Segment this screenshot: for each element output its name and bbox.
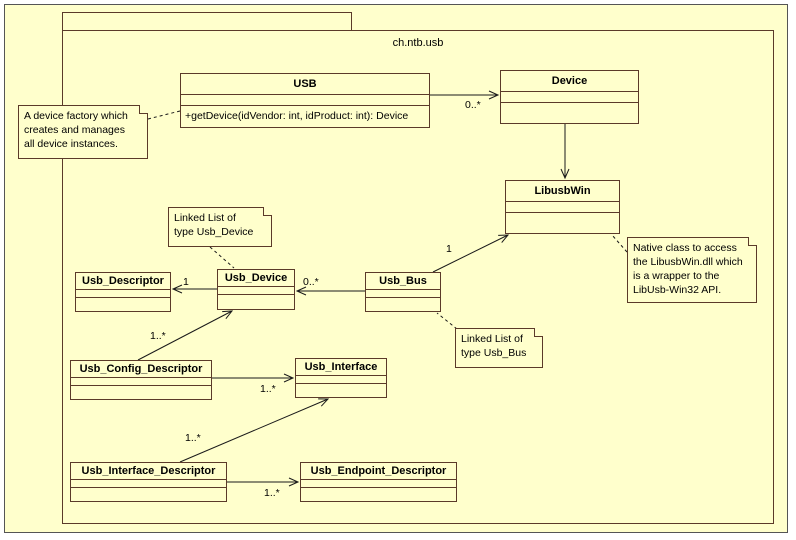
class-usb-config-descriptor-attributes <box>71 378 211 386</box>
class-device: Device <box>500 70 639 124</box>
package-body <box>62 30 774 524</box>
class-usb: USB +getDevice(idVendor: int, idProduct:… <box>180 73 430 128</box>
multiplicity-libusbwin-usb-bus: 1 <box>446 243 452 255</box>
class-usb-config-descriptor-operations <box>71 386 211 390</box>
multiplicity-usb-device-usb-config-descriptor: 1..* <box>150 330 166 342</box>
class-device-name: Device <box>501 71 638 92</box>
class-usb-interface-operations <box>296 384 386 388</box>
note-fold-icon <box>139 105 148 114</box>
class-usb-endpoint-descriptor-name: Usb_Endpoint_Descriptor <box>301 463 456 480</box>
class-libusbwin: LibusbWin <box>505 180 620 234</box>
class-usb-descriptor-name: Usb_Descriptor <box>76 273 170 290</box>
note-linked-list-usb-device-text: Linked List of type Usb_Device <box>174 212 254 238</box>
multiplicity-usb-device-usb-descriptor: 1 <box>183 276 189 288</box>
note-fold-icon <box>534 328 543 337</box>
class-usb-endpoint-descriptor: Usb_Endpoint_Descriptor <box>300 462 457 502</box>
package-name: ch.ntb.usb <box>392 37 444 49</box>
class-usb-device: Usb_Device <box>217 269 295 310</box>
multiplicity-usb-device: 0..* <box>465 99 481 111</box>
class-usb-interface-descriptor-name: Usb_Interface_Descriptor <box>71 463 226 480</box>
class-libusbwin-operations <box>506 213 619 217</box>
class-usb-name: USB <box>181 74 429 95</box>
note-fold-icon <box>263 207 272 216</box>
package-tab <box>62 12 352 31</box>
note-native-class: Native class to access the LibusbWin.dll… <box>627 237 757 303</box>
note-device-factory-text: A device factory which creates and manag… <box>24 110 128 150</box>
multiplicity-usb-interface-usb-interface-descriptor: 1..* <box>185 432 201 444</box>
class-device-attributes <box>501 92 638 103</box>
class-usb-interface-descriptor-attributes <box>71 480 226 488</box>
class-usb-interface-descriptor-operations <box>71 488 226 492</box>
class-usb-descriptor-operations <box>76 298 170 302</box>
class-device-operations <box>501 103 638 107</box>
class-usb-descriptor-attributes <box>76 290 170 298</box>
multiplicity-usb-interface-descriptor-usb-endpoint-descriptor: 1..* <box>264 487 280 499</box>
note-linked-list-usb-device: Linked List of type Usb_Device <box>168 207 272 247</box>
note-fold-icon <box>748 237 757 246</box>
multiplicity-usb-config-descriptor-usb-interface: 1..* <box>260 383 276 395</box>
class-usb-bus: Usb_Bus <box>365 272 441 312</box>
class-usb-endpoint-descriptor-operations <box>301 488 456 492</box>
class-usb-device-attributes <box>218 287 294 295</box>
class-usb-operation-getdevice: +getDevice(idVendor: int, idProduct: int… <box>185 110 409 122</box>
class-usb-attributes <box>181 95 429 106</box>
class-usb-interface-descriptor: Usb_Interface_Descriptor <box>70 462 227 502</box>
class-usb-device-operations <box>218 295 294 299</box>
class-usb-interface-name: Usb_Interface <box>296 359 386 376</box>
class-usb-config-descriptor: Usb_Config_Descriptor <box>70 360 212 400</box>
class-usb-interface-attributes <box>296 376 386 384</box>
class-usb-interface: Usb_Interface <box>295 358 387 398</box>
note-native-class-text: Native class to access the LibusbWin.dll… <box>633 242 743 296</box>
multiplicity-usb-bus-usb-device: 0..* <box>303 276 319 288</box>
class-usb-bus-name: Usb_Bus <box>366 273 440 290</box>
class-usb-device-name: Usb_Device <box>218 270 294 287</box>
note-device-factory: A device factory which creates and manag… <box>18 105 148 159</box>
class-usb-bus-attributes <box>366 290 440 298</box>
class-usb-endpoint-descriptor-attributes <box>301 480 456 488</box>
class-usb-bus-operations <box>366 298 440 302</box>
class-libusbwin-attributes <box>506 202 619 213</box>
class-usb-descriptor: Usb_Descriptor <box>75 272 171 312</box>
class-usb-config-descriptor-name: Usb_Config_Descriptor <box>71 361 211 378</box>
note-linked-list-usb-bus-text: Linked List of type Usb_Bus <box>461 333 527 359</box>
note-linked-list-usb-bus: Linked List of type Usb_Bus <box>455 328 543 368</box>
class-libusbwin-name: LibusbWin <box>506 181 619 202</box>
